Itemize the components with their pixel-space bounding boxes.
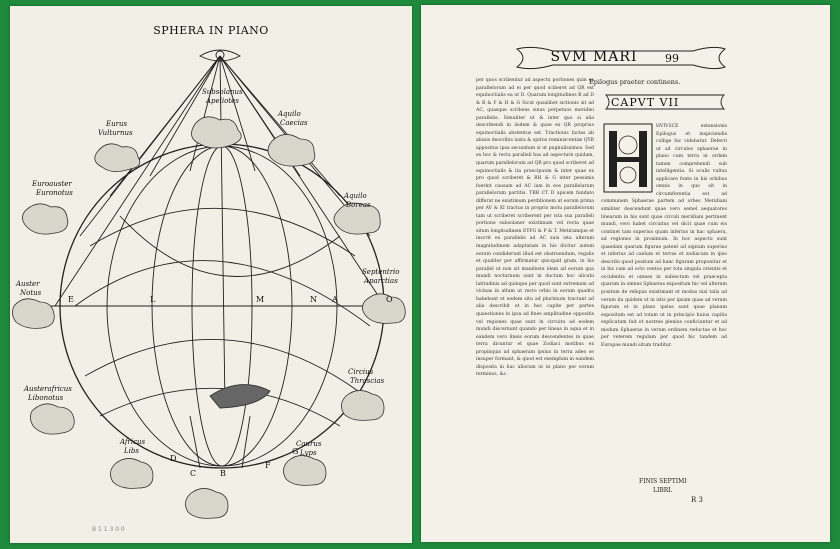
wind-cloud-septentrio — [362, 293, 406, 324]
letter-b: B — [220, 469, 226, 478]
caput-banner-icon — [605, 94, 725, 110]
letter-m: M — [256, 295, 264, 304]
header-banner-icon — [515, 46, 727, 70]
left-page: SPHERA IN PIANO — [10, 6, 412, 543]
chapter-heading: CAPVT VII — [611, 96, 680, 109]
chapter-subtitle: Epilogus praeter continens. — [589, 78, 681, 86]
letter-l: L — [150, 295, 156, 304]
wind-cloud-bottom — [185, 488, 229, 519]
running-header: SVM MARI — [550, 49, 638, 65]
letter-a: A — [331, 295, 338, 304]
wind-cloud-circius — [341, 390, 385, 421]
wind-cloud-caurus — [283, 455, 327, 486]
letter-n: N — [310, 295, 317, 304]
folio-number: 99 — [665, 52, 679, 65]
finis-text: FINIS SEPTIMI LIBRI. — [639, 478, 687, 494]
wind-cloud-africus — [110, 458, 154, 489]
wind-cloud-auster — [12, 298, 55, 329]
wind-cloud-eurus — [94, 143, 141, 172]
wind-cloud-aquilo — [333, 202, 381, 235]
letter-e: E — [68, 295, 74, 304]
wind-cloud-subsolanus — [191, 116, 242, 149]
text-column-left: per quos scribentur ad aspectu portiones… — [476, 78, 594, 378]
wind-cloud-aquilo-caecias — [267, 134, 316, 167]
text-column-right-body: HVIVSCE extensionis Epilogus et inspicie… — [601, 124, 727, 348]
plate-title: SPHERA IN PIANO — [153, 24, 269, 37]
letter-d: D — [170, 454, 176, 463]
wind-cloud-euroauster — [22, 203, 69, 235]
letter-o: O — [386, 295, 393, 304]
signature-mark: R 3 — [691, 496, 703, 504]
letter-f: F — [265, 461, 271, 470]
text-column-right: HVIVSCE extensionis Epilogus et inspicie… — [601, 123, 727, 473]
letter-c: C — [190, 469, 196, 478]
wind-cloud-austerafricus — [30, 403, 75, 435]
right-page: SVM MARI 99 Epilogus praeter continens. … — [421, 5, 830, 542]
shelfmark: B 1 1 3 0 0 — [92, 526, 125, 533]
decorated-initial-h-icon — [603, 123, 653, 193]
finis-note: FINIS SEPTIMI LIBRI. — [639, 477, 687, 495]
letter-g: G — [292, 447, 298, 456]
